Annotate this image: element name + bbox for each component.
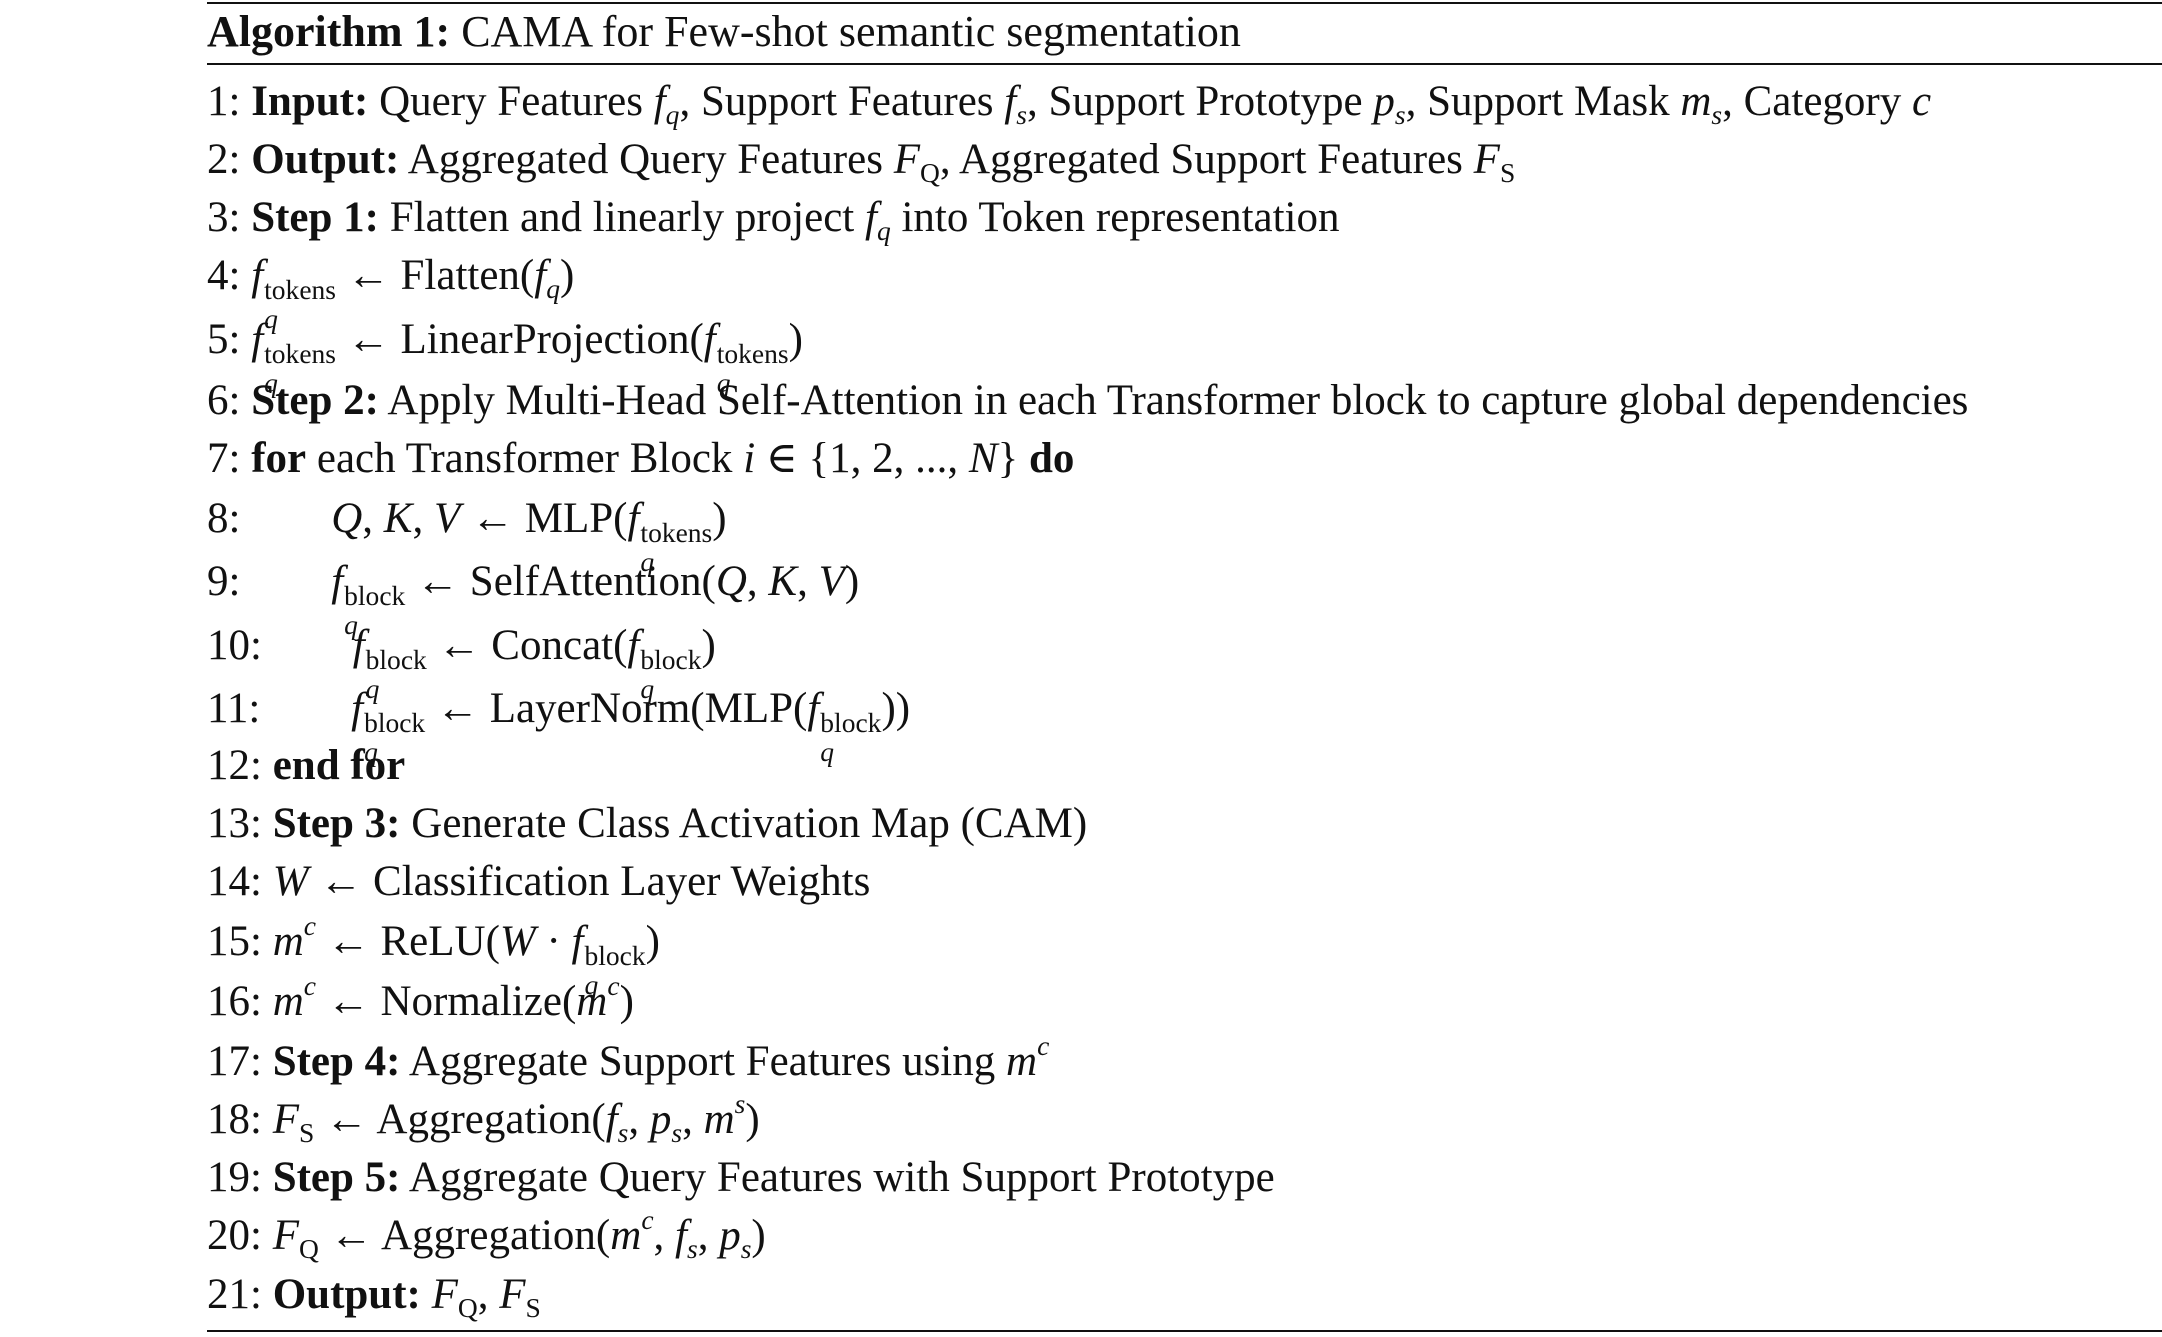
line-keyword: Step 2: [251, 377, 380, 424]
line-number: 19: [207, 1154, 262, 1201]
line-keyword: Step 1: [251, 194, 380, 241]
line-number: 16: [207, 978, 262, 1025]
line-number: 2: [207, 136, 241, 183]
line-number: 6: [207, 377, 241, 424]
algorithm-block: Algorithm 1: CAMA for Few-shot semantic … [207, 0, 2162, 1337]
algorithm-line: 3: Step 1: Flatten and linearly project … [207, 189, 1340, 247]
line-keyword: for [251, 435, 307, 482]
line-number: 20: [207, 1212, 262, 1259]
algorithm-line: 6: Step 2: Apply Multi-Head Self-Attenti… [207, 372, 1968, 430]
line-keyword: Step 5: [272, 1154, 401, 1201]
line-number: 9: [207, 558, 241, 605]
line-number: 7: [207, 435, 241, 482]
algorithm-line: 2: Output: Aggregated Query Features FQ,… [207, 131, 1515, 189]
line-number: 18: [207, 1096, 262, 1143]
line-keyword: Input: [251, 78, 369, 125]
algorithm-header: Algorithm 1: CAMA for Few-shot semantic … [207, 6, 1241, 58]
line-text: Generate Class Activation Map (CAM) [400, 800, 1088, 847]
line-text: mc ← Normalize(mc) [272, 970, 634, 1025]
algorithm-line: 19: Step 5: Aggregate Query Features wit… [207, 1149, 1275, 1207]
line-keyword: Step 4: [272, 1038, 401, 1085]
algorithm-line: 1: Input: Query Features fq, Support Fea… [207, 73, 1931, 131]
line-keyword: end for [272, 742, 406, 789]
line-number: 21: [207, 1271, 262, 1318]
line-text: Aggregate Support Features using mc [400, 1030, 1050, 1085]
line-keyword: Output: [251, 136, 400, 183]
line-text: FQ, FS [431, 1271, 541, 1323]
algorithm-line: 21: Output: FQ, FS [207, 1266, 541, 1324]
algorithm-line: 14: W ← Classification Layer Weights [207, 853, 870, 911]
line-number: 12: [207, 742, 262, 789]
bottom-rule [207, 1330, 2162, 1332]
line-text: FQ ← Aggregation(mc, fs, ps) [272, 1204, 766, 1264]
line-text: FS ← Aggregation(fs, ps, ms) [272, 1088, 760, 1148]
line-keyword: Output: [272, 1271, 421, 1318]
algorithm-line: 20: FQ ← Aggregation(mc, fs, ps) [207, 1204, 766, 1265]
line-number: 8: [207, 495, 241, 542]
line-number: 10: [207, 622, 262, 669]
algorithm-title: CAMA for Few-shot semantic segmentation [461, 7, 1241, 56]
line-text: Aggregated Query Features FQ, Aggregated… [399, 136, 1516, 188]
line-text: Query Features fq, Support Features fs, … [368, 78, 1932, 130]
line-text: W ← Classification Layer Weights [272, 858, 871, 905]
line-number: 4: [207, 252, 241, 299]
line-number: 3: [207, 194, 241, 241]
line-number: 11: [207, 685, 261, 732]
line-number: 5: [207, 316, 241, 363]
line-keyword: Step 3: [272, 800, 401, 847]
line-number: 17: [207, 1038, 262, 1085]
header-rule [207, 63, 2162, 65]
line-text: Apply Multi-Head Self-Attention in each … [379, 377, 1969, 424]
algorithm-line: 16: mc ← Normalize(mc) [207, 970, 634, 1031]
line-number: 15: [207, 918, 262, 965]
line-text: Flatten and linearly project fq into Tok… [379, 194, 1340, 246]
line-number: 14: [207, 858, 262, 905]
line-keyword: do [1028, 435, 1075, 482]
algorithm-line: 12: end for [207, 737, 405, 795]
line-text: each Transformer Block i ∈ {1, 2, ..., N… [306, 435, 1029, 482]
algorithm-line: 18: FS ← Aggregation(fs, ps, ms) [207, 1088, 760, 1149]
top-rule [207, 2, 2162, 4]
line-text: Aggregate Query Features with Support Pr… [400, 1154, 1275, 1201]
algorithm-line: 7: for each Transformer Block i ∈ {1, 2,… [207, 430, 1074, 488]
algorithm-line: 17: Step 4: Aggregate Support Features u… [207, 1030, 1050, 1091]
algorithm-line: 13: Step 3: Generate Class Activation Ma… [207, 795, 1087, 853]
algorithm-label: Algorithm 1: [207, 7, 451, 56]
line-number: 13: [207, 800, 262, 847]
line-number: 1: [207, 78, 241, 125]
